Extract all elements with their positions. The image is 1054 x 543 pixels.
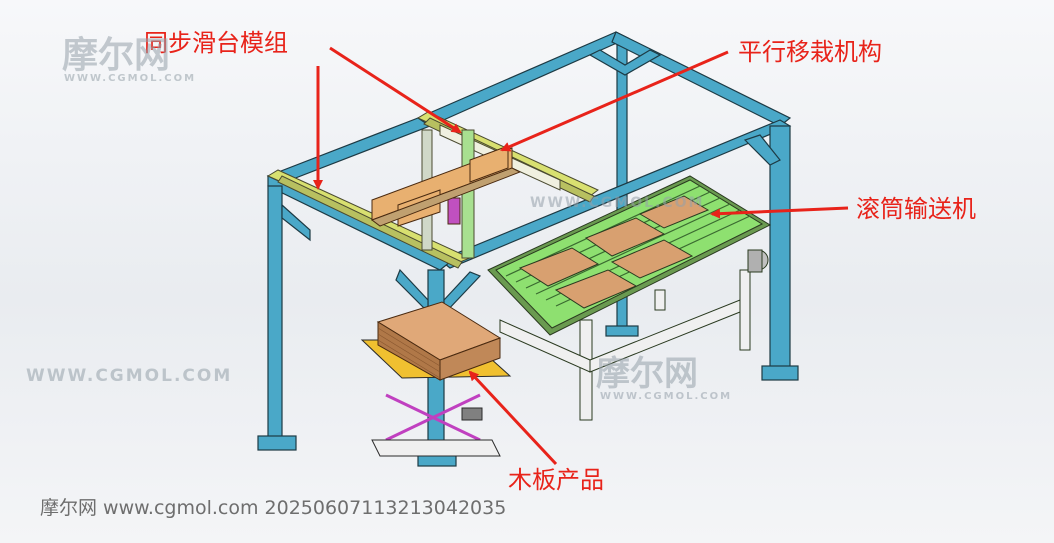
watermark-url-left: WWW.CGMOL.COM bbox=[26, 366, 233, 386]
arrow-parallel-transplant bbox=[500, 50, 729, 152]
watermark-logo-top-left: 摩尔网 bbox=[62, 35, 171, 76]
arrow-roller-conveyor bbox=[710, 206, 849, 219]
watermark-url-top-center: WWW.CGMOL.COM bbox=[530, 195, 705, 211]
arrow-sync-slide-right bbox=[329, 46, 462, 134]
label-parallel-transplant: 平行移栽机构 bbox=[738, 38, 882, 66]
watermark-logo-center: 摩尔网 bbox=[596, 354, 698, 394]
watermark-logo-sub-center: WWW.CGMOL.COM bbox=[600, 391, 733, 402]
callout-arrows bbox=[313, 46, 849, 466]
roller-conveyor bbox=[487, 175, 772, 421]
label-wood-product: 木板产品 bbox=[508, 466, 604, 494]
wood-board-stack bbox=[376, 301, 502, 381]
parallel-transplant-head bbox=[370, 145, 522, 227]
label-sync-slide-module: 同步滑台模组 bbox=[144, 29, 288, 57]
watermark-logo-sub-top-left: WWW.CGMOL.COM bbox=[64, 73, 197, 84]
label-roller-conveyor: 滚筒输送机 bbox=[856, 195, 976, 223]
arrow-wood-product bbox=[468, 370, 558, 466]
footer-caption: 摩尔网 www.cgmol.com 20250607113213042035 bbox=[40, 497, 507, 519]
